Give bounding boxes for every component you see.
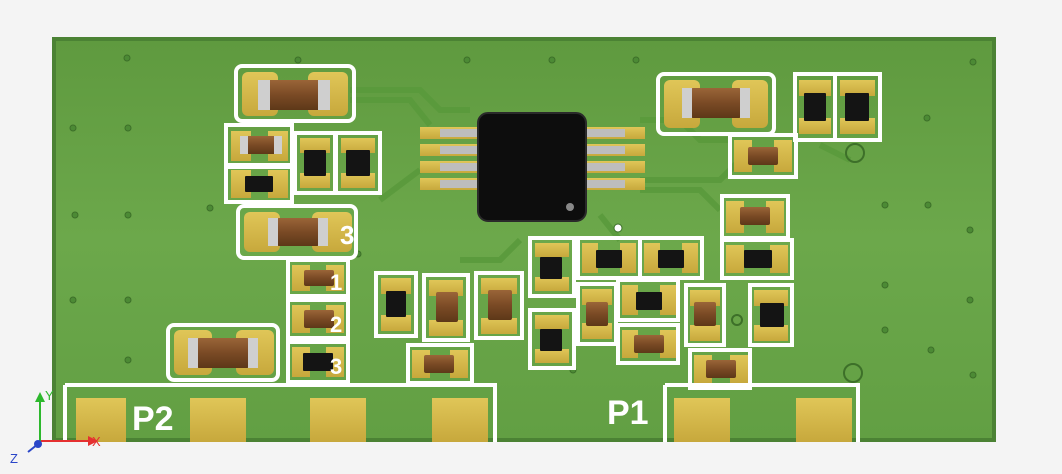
capacitor-c14 <box>740 207 770 225</box>
connector-p1-label: P1 <box>607 394 649 432</box>
connector-p2-pad-1 <box>76 398 126 442</box>
capacitor-c16 <box>748 147 778 165</box>
capacitor-c6 <box>188 338 258 368</box>
connector-p2-pad-3 <box>310 398 366 442</box>
capacitor-c5 <box>304 310 334 328</box>
resistor-r8 <box>596 250 622 268</box>
ic-pins-right <box>585 127 645 190</box>
capacitor-c4 <box>304 270 334 286</box>
capacitors <box>188 80 778 378</box>
silk-designators: 3 1 2 3 <box>330 220 354 379</box>
capacitor-c15 <box>682 88 750 118</box>
resistor-r1 <box>245 176 273 192</box>
svg-text:1: 1 <box>330 270 342 295</box>
connector-p2-label: P2 <box>132 400 174 438</box>
capacitor-c8 <box>488 290 512 320</box>
connector-p1[interactable] <box>674 398 852 442</box>
connector-p1-pad-2 <box>796 398 852 442</box>
capacitor-c10 <box>586 302 608 326</box>
ic-pins-left <box>420 127 480 190</box>
svg-text:2: 2 <box>330 312 342 337</box>
capacitor-c7 <box>436 292 458 322</box>
capacitor-c11 <box>634 335 664 353</box>
capacitor-c9 <box>424 355 454 373</box>
axis-triad: X Y Z <box>10 388 101 466</box>
resistor-r7 <box>540 329 562 351</box>
resistor-r3 <box>346 150 370 176</box>
ic-body <box>477 112 587 222</box>
capacitor-c2 <box>240 136 282 154</box>
copper-traces <box>350 87 852 263</box>
silkscreen <box>63 64 882 442</box>
resistor-r2 <box>304 150 326 176</box>
svg-text:3: 3 <box>330 354 342 379</box>
mounting-holes <box>731 143 865 383</box>
capacitor-c3 <box>268 218 328 246</box>
connector-p2-pad-4 <box>432 398 488 442</box>
resistors <box>245 93 869 371</box>
svg-text:3: 3 <box>340 220 354 250</box>
axis-y-label: Y <box>45 388 54 403</box>
resistor-r11 <box>744 250 772 268</box>
capacitor-c12 <box>694 302 716 326</box>
capacitor-c13 <box>706 360 736 378</box>
connector-p2-pad-2 <box>190 398 246 442</box>
resistor-r13 <box>804 93 826 121</box>
resistor-r12 <box>760 303 784 327</box>
resistor-r5 <box>386 291 406 317</box>
connector-p2[interactable] <box>76 398 488 442</box>
connector-p1-pad-1 <box>674 398 730 442</box>
capacitor-c1 <box>258 80 330 110</box>
ic-pin1-marker <box>566 203 574 211</box>
resistor-r9 <box>658 250 684 268</box>
ic-soic8[interactable] <box>420 112 645 222</box>
axis-x-label: X <box>92 434 101 449</box>
resistor-r14 <box>845 93 869 121</box>
resistor-r6 <box>540 257 562 279</box>
axis-z-label: Z <box>10 451 18 466</box>
resistor-r4 <box>303 353 333 371</box>
resistor-r10 <box>636 292 662 310</box>
